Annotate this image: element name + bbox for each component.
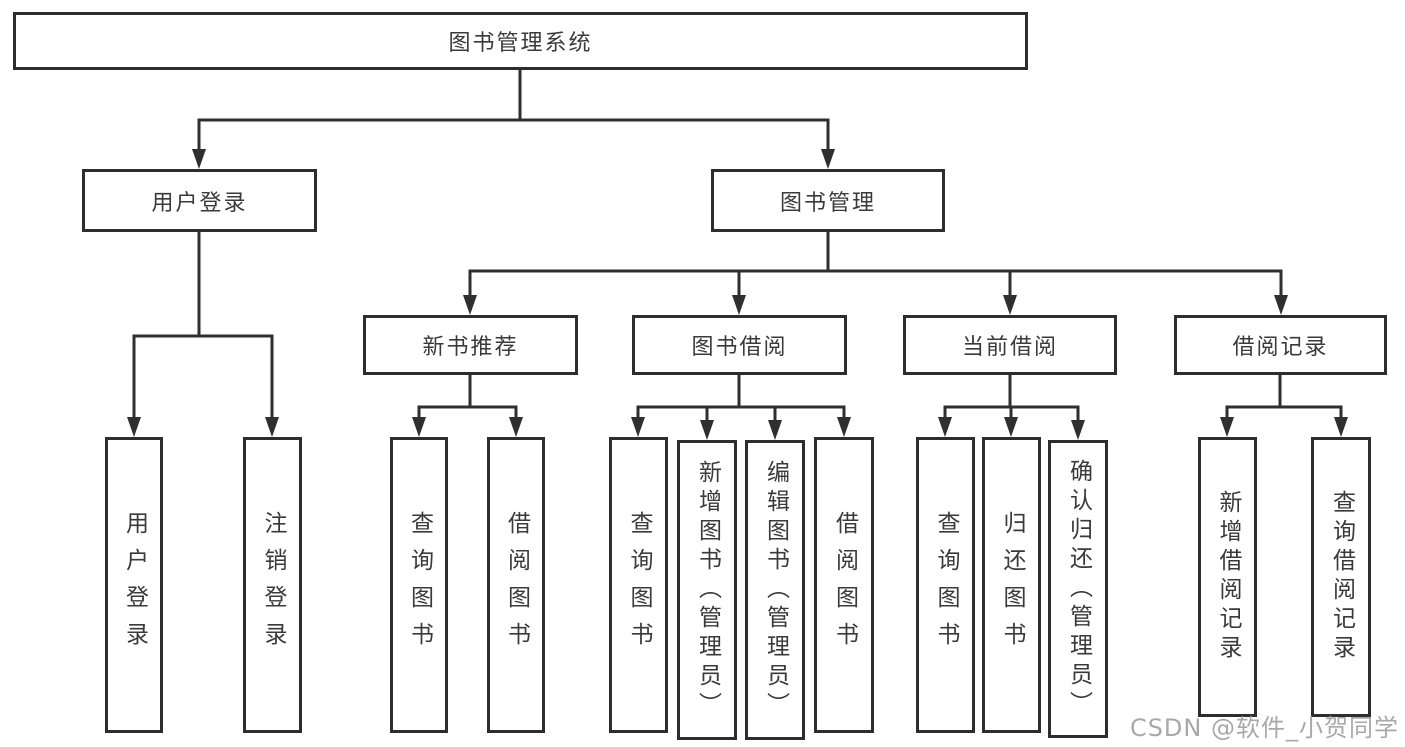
node-book-management: 图书管理 [711, 169, 945, 232]
node-borrow-books-borrow: 借阅图书 [814, 437, 874, 733]
node-add-borrow-record: 新增借阅记录 [1198, 437, 1257, 717]
node-borrow-records: 借阅记录 [1174, 315, 1387, 375]
node-borrow-books-recommend: 借阅图书 [487, 437, 545, 733]
node-user-login: 用户登录 [105, 437, 163, 733]
node-logout-login: 注销登录 [243, 437, 302, 733]
node-user-login-module: 用户登录 [82, 169, 317, 232]
node-root-system: 图书管理系统 [13, 12, 1028, 70]
node-new-book-recommend: 新书推荐 [363, 315, 578, 375]
node-query-books-current: 查询图书 [916, 437, 975, 733]
node-confirm-return-admin: 确认归还（管理员） [1048, 440, 1108, 738]
node-query-books-borrow: 查询图书 [609, 437, 668, 733]
node-current-borrowing: 当前借阅 [903, 315, 1117, 375]
node-book-borrowing: 图书借阅 [632, 315, 847, 375]
node-edit-book-admin: 编辑图书（管理员） [745, 440, 805, 740]
node-add-book-admin: 新增图书（管理员） [677, 440, 737, 740]
node-query-books-recommend: 查询图书 [390, 437, 448, 733]
node-return-books: 归还图书 [982, 437, 1041, 733]
node-query-borrow-record: 查询借阅记录 [1311, 437, 1371, 717]
